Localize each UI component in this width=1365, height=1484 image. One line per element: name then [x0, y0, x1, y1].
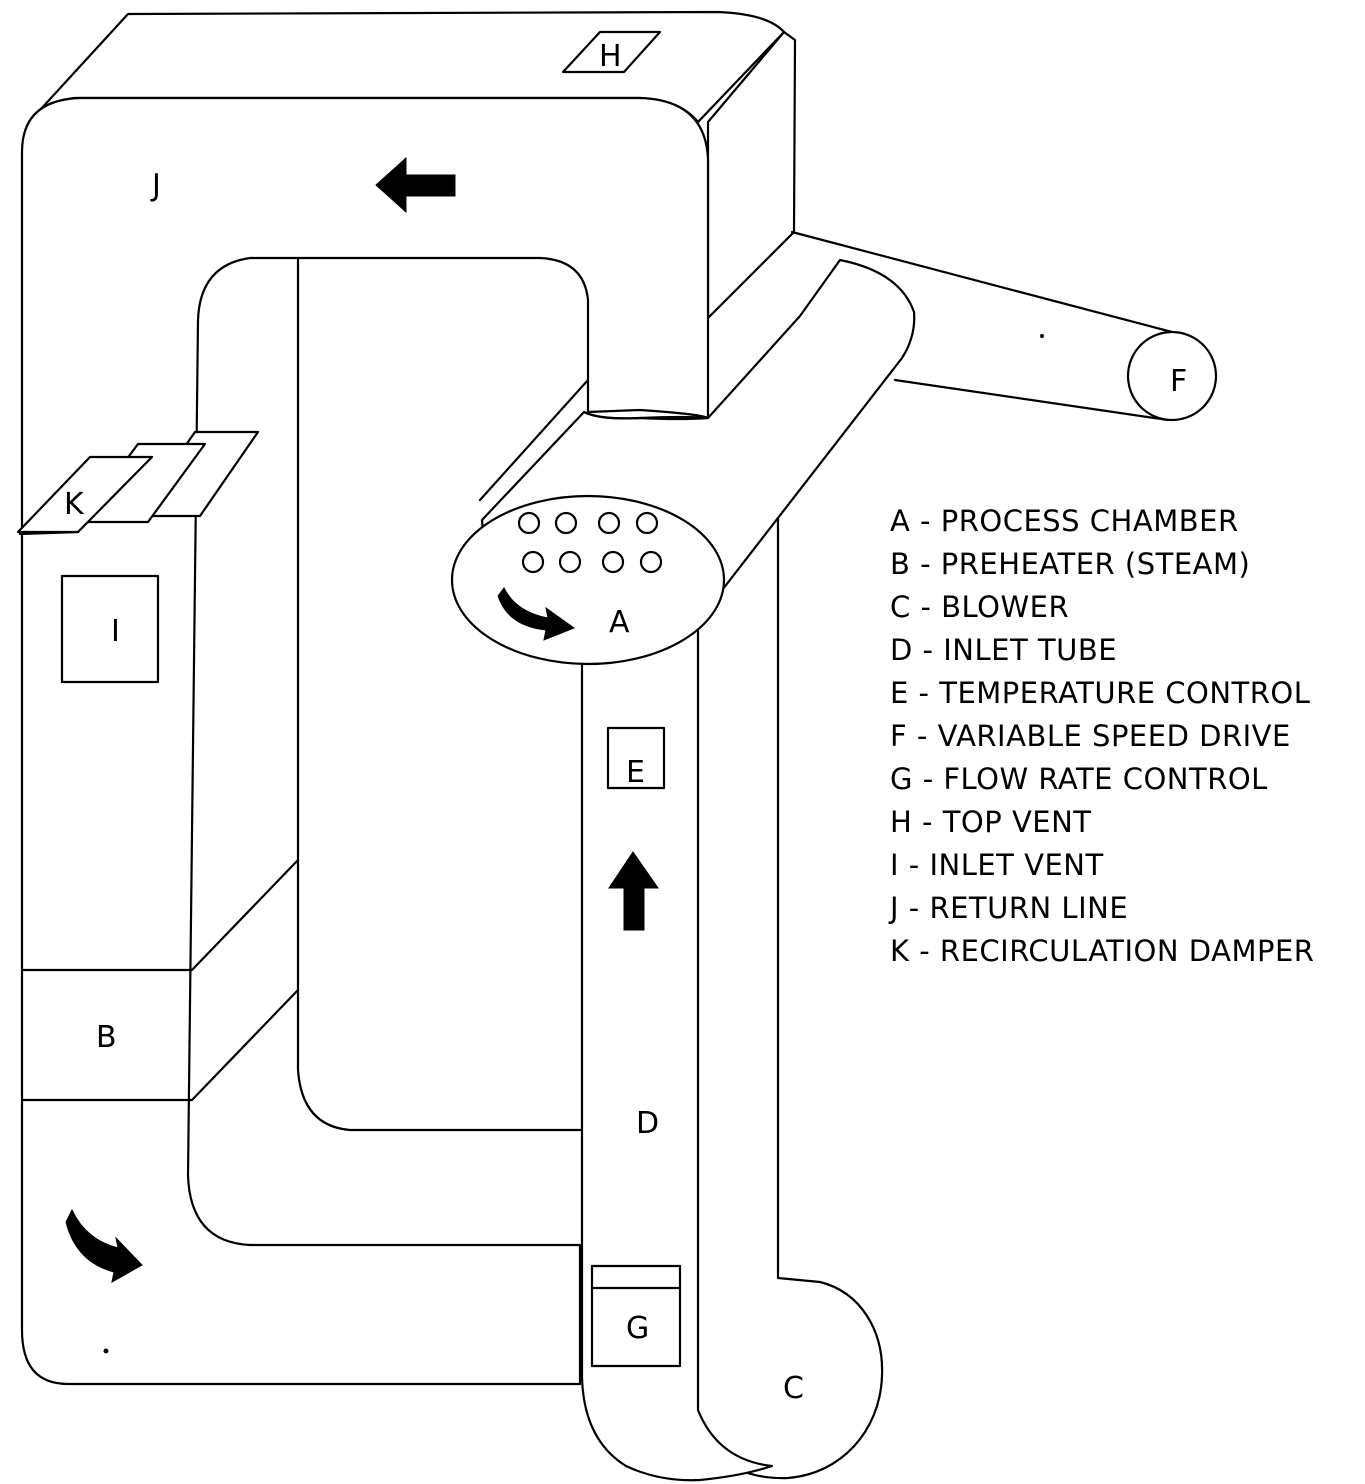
chamber-hole: [639, 550, 663, 574]
return-line-inner-edge: [478, 378, 590, 502]
chamber-hole: [517, 511, 541, 535]
label-e: E: [626, 755, 645, 790]
label-i: I: [111, 614, 120, 649]
preheater-diagonal: [190, 858, 300, 972]
legend-item-h: H - TOP VENT: [890, 805, 1092, 839]
legend-item-b: B - PREHEATER (STEAM): [890, 547, 1250, 581]
inner-duct: [296, 256, 584, 1132]
flow-arrow-up: [608, 851, 659, 931]
flow-rate-control: [590, 1264, 682, 1368]
chamber-hole: [635, 511, 659, 535]
legend-item-c: C - BLOWER: [890, 590, 1069, 624]
flow-arrow-left: [375, 156, 456, 214]
dot-mark: [103, 1348, 109, 1354]
label-f: F: [1170, 364, 1187, 399]
legend-item-g: G - FLOW RATE CONTROL: [890, 762, 1268, 796]
blower-housing: [690, 498, 884, 1480]
label-b: B: [96, 1020, 117, 1055]
legend-item-e: E - TEMPERATURE CONTROL: [890, 676, 1310, 710]
inlet-tube: [580, 598, 774, 1482]
chamber-hole: [558, 550, 582, 574]
process-chamber-top: [582, 410, 710, 420]
legend-item-i: I - INLET VENT: [890, 848, 1104, 882]
label-h: H: [599, 39, 622, 74]
legend-item-k: K - RECIRCULATION DAMPER: [890, 934, 1314, 968]
legend-item-d: D - INLET TUBE: [890, 633, 1117, 667]
damper-ledge: [18, 530, 80, 536]
label-g: G: [626, 1311, 649, 1346]
label-a: A: [609, 605, 630, 640]
legend-item-a: A - PROCESS CHAMBER: [890, 504, 1239, 538]
legend-item-j: J - RETURN LINE: [888, 891, 1128, 925]
preheater-diagonal: [190, 988, 300, 1102]
chamber-hole: [554, 511, 578, 535]
main-housing: [20, 96, 710, 1386]
label-j: J: [150, 168, 161, 203]
flow-arrow-curved: [65, 1208, 143, 1283]
top-vent: [561, 30, 662, 74]
rotation-arrow: [497, 587, 576, 641]
label-d: D: [636, 1106, 659, 1141]
return-line-right-face: [706, 30, 797, 320]
variable-speed-drive: [1126, 330, 1218, 422]
legend-item-f: F - VARIABLE SPEED DRIVE: [890, 719, 1291, 753]
temperature-control: [606, 726, 666, 790]
label-k: K: [64, 487, 85, 522]
label-c: C: [783, 1371, 804, 1406]
drive-belt: [790, 230, 1174, 334]
dot-mark: [1040, 334, 1044, 338]
chamber-hole: [521, 550, 545, 574]
chamber-hole: [601, 550, 625, 574]
inlet-vent: [60, 574, 160, 684]
legend: A - PROCESS CHAMBER B - PREHEATER (STEAM…: [888, 504, 1314, 968]
chamber-hole: [597, 511, 621, 535]
drive-belt: [893, 378, 1170, 422]
process-chamber: [450, 494, 726, 666]
